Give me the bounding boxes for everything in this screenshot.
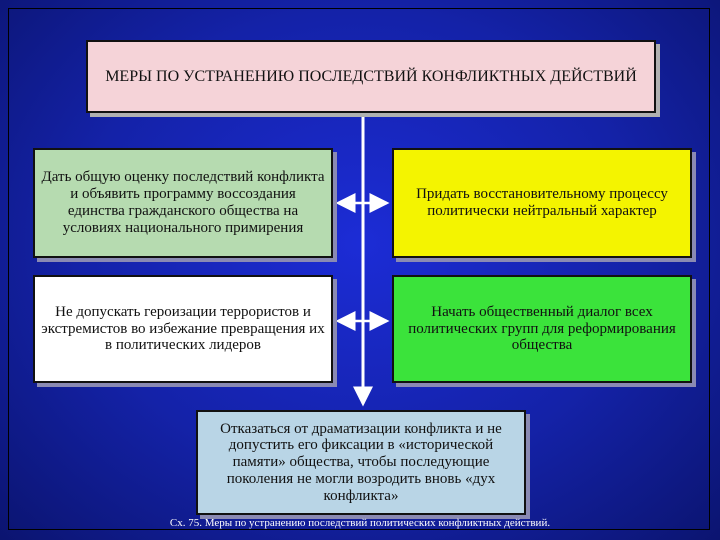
measure-text-mid-right: Начать общественный диалог всех политиче…	[408, 303, 676, 354]
measure-text-top-right: Придать восстановительному процессу поли…	[416, 186, 668, 219]
figure-caption: Сх. 75. Меры по устранению последствий п…	[169, 517, 551, 529]
measure-box-bottom: Отказаться от драматизации конфликта и н…	[196, 410, 526, 515]
diagram-title: МЕРЫ ПО УСТРАНЕНИЮ ПОСЛЕДСТВИЙ КОНФЛИКТН…	[86, 40, 656, 113]
measure-text-top-left: Дать общую оценку последствий конфликта …	[41, 169, 325, 236]
measure-box-mid-right: Начать общественный диалог всех политиче…	[392, 275, 692, 383]
measure-box-mid-left: Не допускать героизации террористов и эк…	[33, 275, 333, 383]
slide-frame	[8, 8, 710, 530]
measure-text-bottom: Отказаться от драматизации конфликта и н…	[220, 420, 502, 504]
measure-box-top-right: Придать восстановительному процессу поли…	[392, 148, 692, 258]
diagram-title-text: МЕРЫ ПО УСТРАНЕНИЮ ПОСЛЕДСТВИЙ КОНФЛИКТН…	[105, 67, 637, 85]
measure-text-mid-left: Не допускать героизации террористов и эк…	[41, 303, 325, 354]
measure-box-top-left: Дать общую оценку последствий конфликта …	[33, 148, 333, 258]
